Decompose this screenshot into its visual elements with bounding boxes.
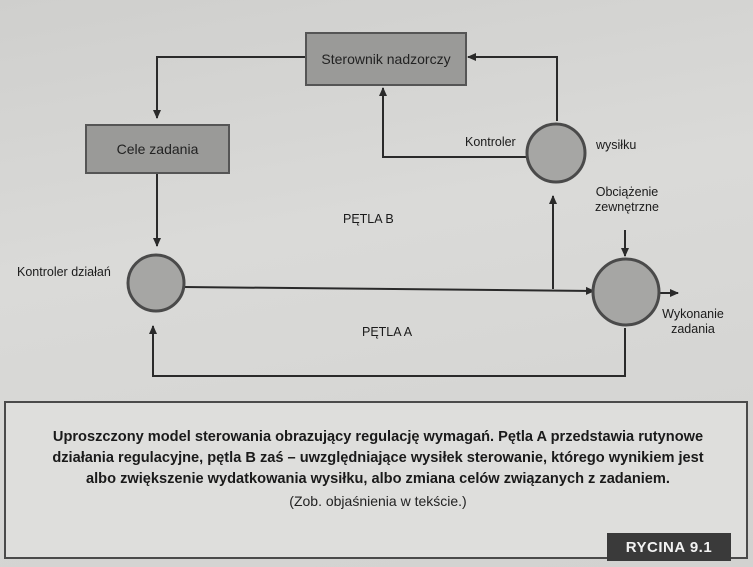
loop-a-label: PĘTLA A — [362, 325, 413, 339]
effort-controller-label-left: Kontroler — [465, 135, 516, 149]
task-performance-circle — [591, 257, 661, 327]
supervisor-box: Sterownik nadzorczy — [305, 32, 467, 86]
action-controller-label: Kontroler działań — [17, 265, 111, 279]
figure-number-tag: RYCINA 9.1 — [607, 533, 731, 561]
control-model-diagram: Sterownik nadzorczy Cele zadania Kontrol… — [17, 32, 726, 377]
task-performance-line2: zadania — [671, 322, 715, 336]
arrow-effort-to-supervisor — [467, 53, 558, 121]
caption-line2: działania regulacyjne, pętla B zaś – uwz… — [52, 450, 704, 466]
supervisor-label: Sterownik nadzorczy — [321, 51, 451, 67]
goals-box: Cele zadania — [85, 124, 230, 174]
external-load-line1: Obciążenie — [595, 185, 659, 199]
figure-caption-text: Uproszczony model sterowania obrazujący … — [24, 427, 732, 490]
task-performance-label: Wykonanie zadania — [660, 307, 726, 337]
arrow-effort-to-supervisor-box — [379, 87, 526, 158]
caption-line3: albo zwiększenie wydatkowania wysiłku, a… — [86, 471, 670, 487]
goals-label: Cele zadania — [116, 141, 199, 157]
effort-controller-label-right: wysiłku — [596, 138, 637, 152]
action-controller-circle — [126, 253, 186, 313]
arrow-action-to-performance — [183, 286, 595, 295]
figure-caption-box: Uproszczony model sterowania obrazujący … — [4, 401, 748, 559]
arrow-supervisor-to-goals — [153, 56, 305, 119]
external-load-line2: zewnętrzne — [595, 200, 659, 214]
effort-controller-circle — [525, 122, 587, 184]
loop-b-label: PĘTLA B — [343, 212, 394, 226]
external-load-label: Obciążenie zewnętrzne — [585, 185, 669, 215]
arrow-loopa-feedback — [149, 325, 626, 377]
diagram-connectors — [126, 53, 679, 377]
caption-line1: Uproszczony model sterowania obrazujący … — [52, 429, 704, 445]
task-performance-line1: Wykonanie — [662, 307, 724, 321]
caption-note: (Zob. objaśnienia w tekście.) — [289, 493, 467, 509]
